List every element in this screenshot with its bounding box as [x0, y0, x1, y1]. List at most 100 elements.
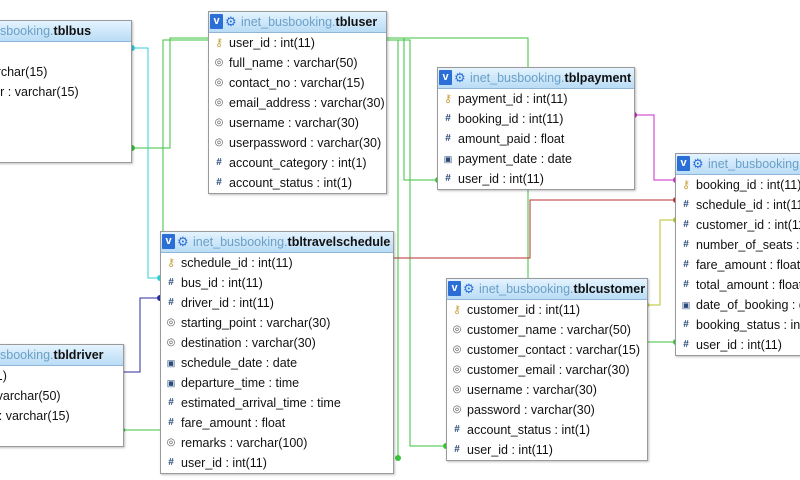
- column-row[interactable]: #: int(11): [0, 426, 123, 446]
- number-icon: #: [168, 417, 174, 428]
- gear-icon[interactable]: ⚙: [692, 156, 704, 171]
- column-row[interactable]: #account_category : int(1): [209, 153, 386, 173]
- column-row[interactable]: ⚷customer_id : int(11): [447, 300, 647, 320]
- relation-line: [122, 297, 160, 373]
- column-row[interactable]: #driver_id : int(11): [161, 293, 393, 313]
- table-header[interactable]: v ⚙ inet_busbooking.tblpayment: [438, 68, 634, 89]
- column-row[interactable]: #user_id : int(11): [438, 169, 634, 189]
- column-row[interactable]: ◎remarks : varchar(100): [161, 433, 393, 453]
- column-definition: booking_id : int(11): [458, 112, 564, 126]
- column-row[interactable]: ◎username : varchar(30): [209, 113, 386, 133]
- column-row[interactable]: #account_status : int(1): [209, 173, 386, 193]
- text-icon: ◎: [166, 317, 176, 328]
- gear-icon[interactable]: ⚙: [225, 14, 237, 29]
- column-row[interactable]: ◎name : varchar(50): [0, 386, 123, 406]
- column-row[interactable]: ⚷ user_id : int(11): [209, 33, 386, 53]
- column-definition: schedule_date : date: [181, 356, 298, 370]
- column-definition: user_id : int(11): [229, 36, 315, 50]
- column-definition: total_amount : float: [696, 278, 800, 292]
- column-row[interactable]: ◎userpassword : varchar(30): [209, 133, 386, 153]
- column-definition: payment_date : date: [458, 152, 572, 166]
- table-header[interactable]: inet_busbooking.tbldriver: [0, 345, 123, 366]
- table-tbldriver[interactable]: inet_busbooking.tbldriver #d : int(11)◎n…: [0, 344, 124, 447]
- gear-icon[interactable]: ⚙: [463, 281, 475, 296]
- number-icon: #: [216, 157, 222, 168]
- column-row[interactable]: #total_amount : float: [676, 275, 800, 295]
- column-row[interactable]: #bus_id : int(11): [161, 273, 393, 293]
- column-row[interactable]: # estimated_arrival_time : time: [161, 393, 393, 413]
- view-toggle-button[interactable]: v: [210, 14, 223, 29]
- column-row[interactable]: #user_id : int(11): [447, 440, 647, 460]
- column-row[interactable]: ◎contact_no : varchar(15): [209, 73, 386, 93]
- column-row[interactable]: #amount_paid : float: [438, 129, 634, 149]
- view-toggle-button[interactable]: v: [162, 234, 175, 249]
- column-row[interactable]: #user_id : int(11): [161, 453, 393, 473]
- key-icon: ⚷: [214, 37, 224, 49]
- table-tblcustomer[interactable]: v ⚙ inet_busbooking.tblcustomer ⚷custome…: [446, 278, 648, 461]
- table-header[interactable]: v ⚙ inet_busbooking.tblbooking: [676, 154, 800, 175]
- column-row[interactable]: ◎ber : varchar(15): [0, 62, 131, 82]
- relation-line: [634, 114, 676, 181]
- table-header[interactable]: v ⚙ inet_busbooking.tbluser: [209, 12, 386, 33]
- column-row[interactable]: #user_id : int(11): [676, 335, 800, 355]
- column-definition: customer_id : int(11): [467, 303, 581, 317]
- column-row[interactable]: #fare_amount : float: [161, 413, 393, 433]
- table-tbltravelschedule[interactable]: v ⚙ inet_busbooking.tbltravelschedule ⚷s…: [160, 231, 394, 474]
- gear-icon[interactable]: ⚙: [454, 70, 466, 85]
- table-header[interactable]: v ⚙ inet_busbooking.tbltravelschedule: [161, 232, 393, 253]
- view-toggle-button[interactable]: v: [439, 70, 452, 85]
- column-row[interactable]: ◎customer_email : varchar(30): [447, 360, 647, 380]
- table-header[interactable]: v ⚙ inet_busbooking.tblcustomer: [447, 279, 647, 300]
- column-definition: amount_paid : float: [458, 132, 565, 146]
- column-row[interactable]: ⚷schedule_id : int(11): [161, 253, 393, 273]
- column-row[interactable]: ⚷payment_id : int(11): [438, 89, 634, 109]
- column-row[interactable]: ◎email_address : varchar(30): [209, 93, 386, 113]
- column-definition: estimated_arrival_time : time: [181, 396, 341, 410]
- column-row[interactable]: ◎username : varchar(30): [447, 380, 647, 400]
- column-row[interactable]: ◎_number : varchar(15): [0, 82, 131, 102]
- view-toggle-button[interactable]: v: [677, 156, 690, 171]
- text-icon: ◎: [166, 437, 176, 448]
- gear-icon[interactable]: ⚙: [177, 234, 189, 249]
- column-row[interactable]: #account_status : int(1): [447, 420, 647, 440]
- column-row[interactable]: #booking_status : int: [676, 315, 800, 335]
- relation-line: [385, 39, 446, 447]
- column-row[interactable]: #customer_id : int(11): [676, 215, 800, 235]
- column-row[interactable]: #fare_amount : float: [676, 255, 800, 275]
- column-definition: full_name : varchar(50): [229, 56, 358, 70]
- column-definition: booking_status : int: [696, 318, 800, 332]
- table-name: tblbus: [53, 24, 92, 38]
- table-header[interactable]: inet_busbooking.tblbus: [0, 21, 131, 42]
- column-row[interactable]: ◎destination : varchar(30): [161, 333, 393, 353]
- column-row[interactable]: ◎customer_contact : varchar(15): [447, 340, 647, 360]
- number-icon: #: [445, 173, 451, 184]
- column-row[interactable]: #schedule_id : int(11): [676, 195, 800, 215]
- column-definition: username : varchar(30): [467, 383, 597, 397]
- column-row[interactable]: #nt(11): [0, 42, 131, 62]
- column-row[interactable]: #number_of_seats : int: [676, 235, 800, 255]
- view-toggle-button[interactable]: v: [448, 281, 461, 296]
- column-row[interactable]: #d : int(11): [0, 366, 123, 386]
- column-row[interactable]: ▣schedule_date : date: [161, 353, 393, 373]
- column-row[interactable]: ◎starting_point : varchar(30): [161, 313, 393, 333]
- table-tblbooking[interactable]: v ⚙ inet_busbooking.tblbooking ⚷booking_…: [675, 153, 800, 356]
- number-icon: #: [168, 397, 174, 408]
- table-tblpayment[interactable]: v ⚙ inet_busbooking.tblpayment ⚷payment_…: [437, 67, 635, 190]
- column-row[interactable]: ▣payment_date : date: [438, 149, 634, 169]
- table-name: tbluser: [335, 15, 378, 29]
- column-row[interactable]: #int(11): [0, 142, 131, 162]
- column-row[interactable]: ◎contact : varchar(15): [0, 406, 123, 426]
- column-row[interactable]: ◎customer_name : varchar(50): [447, 320, 647, 340]
- column-row[interactable]: #int(3): [0, 122, 131, 142]
- column-row[interactable]: #booking_id : int(11): [438, 109, 634, 129]
- column-row[interactable]: #: int(1): [0, 102, 131, 122]
- column-row[interactable]: ▣date_of_booking : date: [676, 295, 800, 315]
- column-row[interactable]: ◎password : varchar(30): [447, 400, 647, 420]
- column-row[interactable]: ▣departure_time : time: [161, 373, 393, 393]
- table-tblbus[interactable]: inet_busbooking.tblbus #nt(11)◎ber : var…: [0, 20, 132, 163]
- table-tbluser[interactable]: v ⚙ inet_busbooking.tbluser ⚷ user_id : i…: [208, 11, 387, 194]
- database-name: inet_busbooking: [241, 15, 333, 29]
- column-row[interactable]: ◎full_name : varchar(50): [209, 53, 386, 73]
- column-row[interactable]: ⚷booking_id : int(11): [676, 175, 800, 195]
